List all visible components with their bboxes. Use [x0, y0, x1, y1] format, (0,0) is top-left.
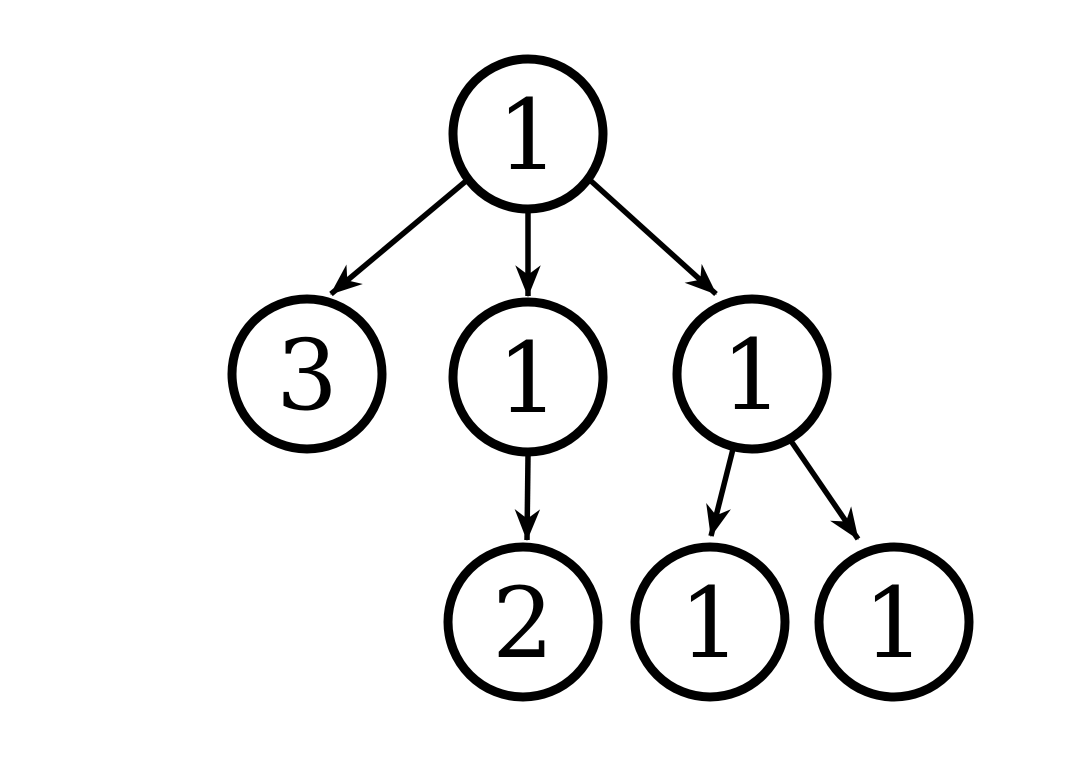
tree-node-root: 1 — [448, 54, 608, 214]
tree-node-right-child-2-circle — [814, 542, 974, 702]
tree-node-middle-circle — [448, 297, 608, 457]
edge-right-to-right-child-1 — [706, 448, 736, 538]
tree-node-middle-child-circle — [443, 542, 603, 702]
tree-node-middle-child: 2 — [443, 542, 603, 702]
tree-nodes: 1 3 1 1 2 1 — [227, 54, 974, 702]
tree-node-right-child-1: 1 — [630, 542, 790, 702]
tree-node-root-circle — [448, 54, 608, 214]
tree-edges — [329, 178, 861, 542]
edge-middle-to-middle-child — [514, 455, 541, 542]
tree-node-left: 3 — [227, 294, 387, 454]
tree-node-middle-label: 1 — [497, 322, 559, 435]
tree-node-right-child-1-circle — [630, 542, 790, 702]
tree-node-middle-child-label: 2 — [492, 567, 554, 680]
edge-root-to-left — [329, 178, 468, 297]
tree-node-left-label: 3 — [276, 319, 338, 432]
tree-node-right-child-1-label: 1 — [679, 567, 741, 680]
tree-node-right-label: 1 — [721, 319, 783, 432]
tree-node-right-circle — [672, 294, 832, 454]
tree-node-root-label: 1 — [497, 79, 559, 192]
tree-node-left-circle — [227, 294, 387, 454]
edge-root-to-right — [589, 178, 718, 297]
tree-node-middle: 1 — [448, 297, 608, 457]
tree-node-right: 1 — [672, 294, 832, 454]
tree-node-right-child-2-label: 1 — [863, 567, 925, 680]
edge-right-to-right-child-2 — [788, 439, 861, 541]
tree-node-right-child-2: 1 — [814, 542, 974, 702]
